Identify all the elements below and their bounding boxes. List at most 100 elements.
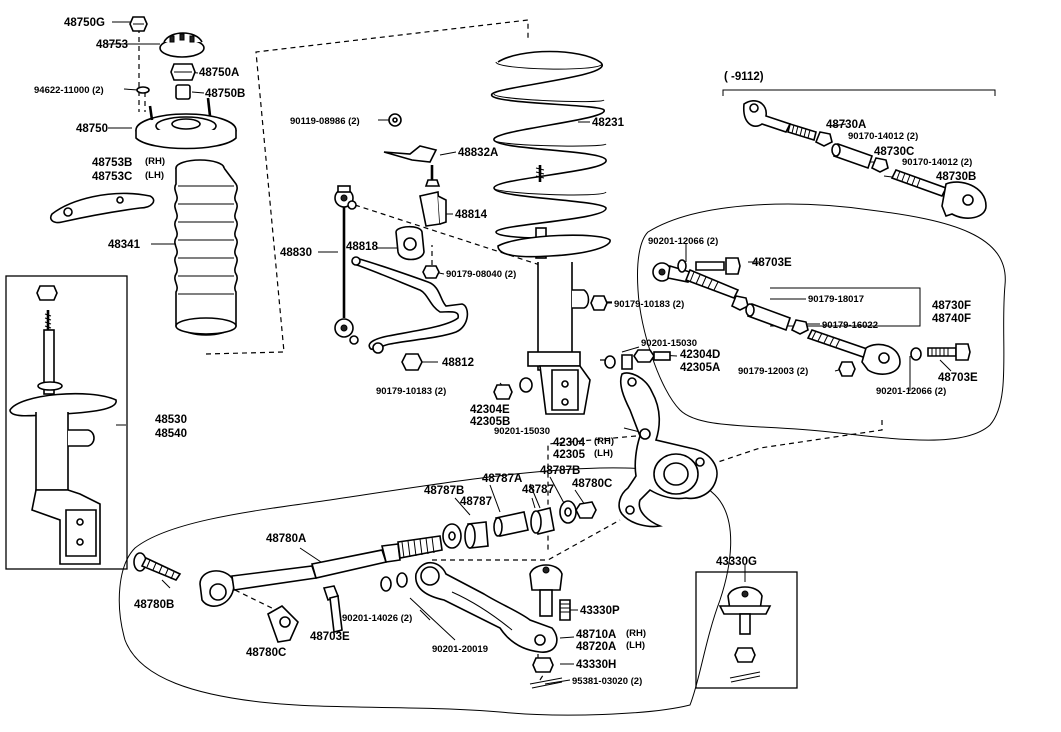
label-48720a: 48720A (576, 641, 616, 653)
washer-42305b (519, 377, 533, 393)
label-48703e-right: 48703E (938, 372, 978, 384)
strut-assembly-box (5, 275, 128, 570)
strut-lower-body (497, 165, 611, 415)
washer-90201-12066-b (910, 347, 922, 361)
label-90179-10183-right: 90179-10183 (2) (614, 299, 684, 310)
label-48787-left: 48787 (460, 496, 492, 508)
lower-arm-group-outline (118, 467, 732, 716)
nut-48780c-top (575, 501, 597, 519)
bumper-boot-48341 (174, 159, 238, 336)
cotter-pin-95381 (529, 677, 563, 689)
collar-48750b (175, 84, 191, 100)
label-48780a: 48780A (266, 533, 306, 545)
label-48730c: 48730C (874, 146, 914, 158)
label-90179-16022: 90179-16022 (822, 320, 878, 331)
label-48830: 48830 (280, 247, 312, 259)
label-90201-12066-b: 90201-12066 (2) (876, 386, 946, 397)
ball-joint-box (695, 571, 798, 689)
label-43330h: 43330H (576, 659, 616, 671)
label-rh-48710a: (RH) (626, 628, 646, 639)
bolt-48780b (133, 552, 182, 581)
label-94622: 94622-11000 (2) (34, 85, 104, 96)
nut-90179-18017 (730, 295, 749, 311)
stabilizer-link-48830 (334, 185, 359, 345)
bolt-42304d (633, 349, 671, 363)
label-48753c: 48753C (92, 171, 132, 183)
label-48814: 48814 (455, 209, 488, 221)
label-48540: 48540 (155, 428, 187, 440)
nut-43330h (532, 657, 554, 673)
label-48730b: 48730B (936, 171, 976, 183)
bolt-43330p (559, 599, 571, 621)
arm-48730a (743, 100, 817, 142)
label-48787b-left: 48787B (424, 485, 464, 497)
label-42304: 42304 (553, 437, 586, 449)
label-48818: 48818 (346, 241, 379, 253)
ball-joint-main (529, 564, 563, 617)
nut-90179-10183-left (401, 353, 423, 371)
label-lh-42304: (LH) (594, 448, 613, 459)
rod-48730b (890, 169, 987, 219)
arm-48780a (199, 535, 443, 607)
label-48750g: 48750G (64, 17, 105, 29)
label-lh-48753: (LH) (145, 170, 164, 181)
part-labels: 48750G 48753 48750A 94622-11000 (2) 4875… (34, 17, 978, 687)
label-90179-12003: 90179-12003 (2) (738, 366, 808, 377)
label-42304d: 42304D (680, 349, 720, 361)
label-90179-08040: 90179-08040 (2) (446, 269, 516, 280)
label-90201-12066-a: 90201-12066 (2) (648, 236, 718, 247)
support-48750 (135, 97, 237, 150)
label-48750a: 48750A (199, 67, 239, 79)
bushing-48787-left (464, 521, 489, 549)
cam-48780c (267, 605, 299, 643)
label-48730f: 48730F (932, 300, 971, 312)
bracket-48753b (49, 192, 155, 224)
label-43330g: 43330G (716, 556, 757, 568)
rod-48730f-end (806, 329, 901, 375)
bolt-90201-15030-upper (604, 354, 633, 370)
collar-48787a (493, 511, 529, 537)
arm-bracket (770, 287, 921, 327)
stabilizer-bar-48812 (351, 256, 469, 354)
arm-48730f-end (652, 262, 740, 300)
label-90201-15030-upper: 90201-15030 (641, 338, 697, 349)
bushing-48818 (395, 225, 425, 261)
bushing-48787b-left (442, 523, 462, 549)
label-90179-18017: 90179-18017 (808, 294, 864, 305)
sleeve-48730c (831, 142, 874, 170)
label-48787b-right: 48787B (540, 465, 580, 477)
label-43330p: 43330P (580, 605, 620, 617)
bushing-48787b-right (559, 500, 577, 524)
label-42305a: 42305A (680, 362, 720, 374)
label-48530: 48530 (155, 414, 187, 426)
label-48832a: 48832A (458, 147, 498, 159)
label-48780c: 48780C (246, 647, 286, 659)
nut-48750a (170, 63, 196, 81)
ball-joint-43330g (718, 586, 772, 683)
label-48740f: 48740F (932, 313, 971, 325)
label-42305b: 42305B (470, 416, 510, 428)
label-rh-42304: (RH) (594, 436, 614, 447)
washer-90201-14026 (380, 572, 408, 592)
bolt-48703e-lower (322, 585, 343, 633)
nut-90179-08040 (422, 265, 440, 279)
sleeve-48740f (745, 302, 792, 332)
bracket-48832a (383, 145, 441, 187)
label-90170-a: 90170-14012 (2) (848, 131, 918, 142)
label-range: ( -9112) (724, 71, 764, 83)
bushing-48787-right (530, 507, 555, 535)
bolt-48703e-right (927, 343, 971, 361)
label-48703e-lower: 48703E (310, 631, 350, 643)
nut-90179-10183-right (590, 295, 608, 311)
cap-48753 (159, 32, 205, 58)
label-48753b: 48753B (92, 157, 132, 169)
label-90119: 90119-08986 (2) (290, 116, 360, 127)
label-48703e-top: 48703E (752, 257, 792, 269)
shock-absorber-48530 (9, 285, 117, 565)
label-90201-14026: 90201-14026 (2) (342, 613, 412, 624)
nut-90179-12003 (838, 361, 856, 377)
label-48710a: 48710A (576, 629, 616, 641)
nut-90179-16022 (790, 319, 809, 335)
nut-90170-a (814, 131, 833, 147)
